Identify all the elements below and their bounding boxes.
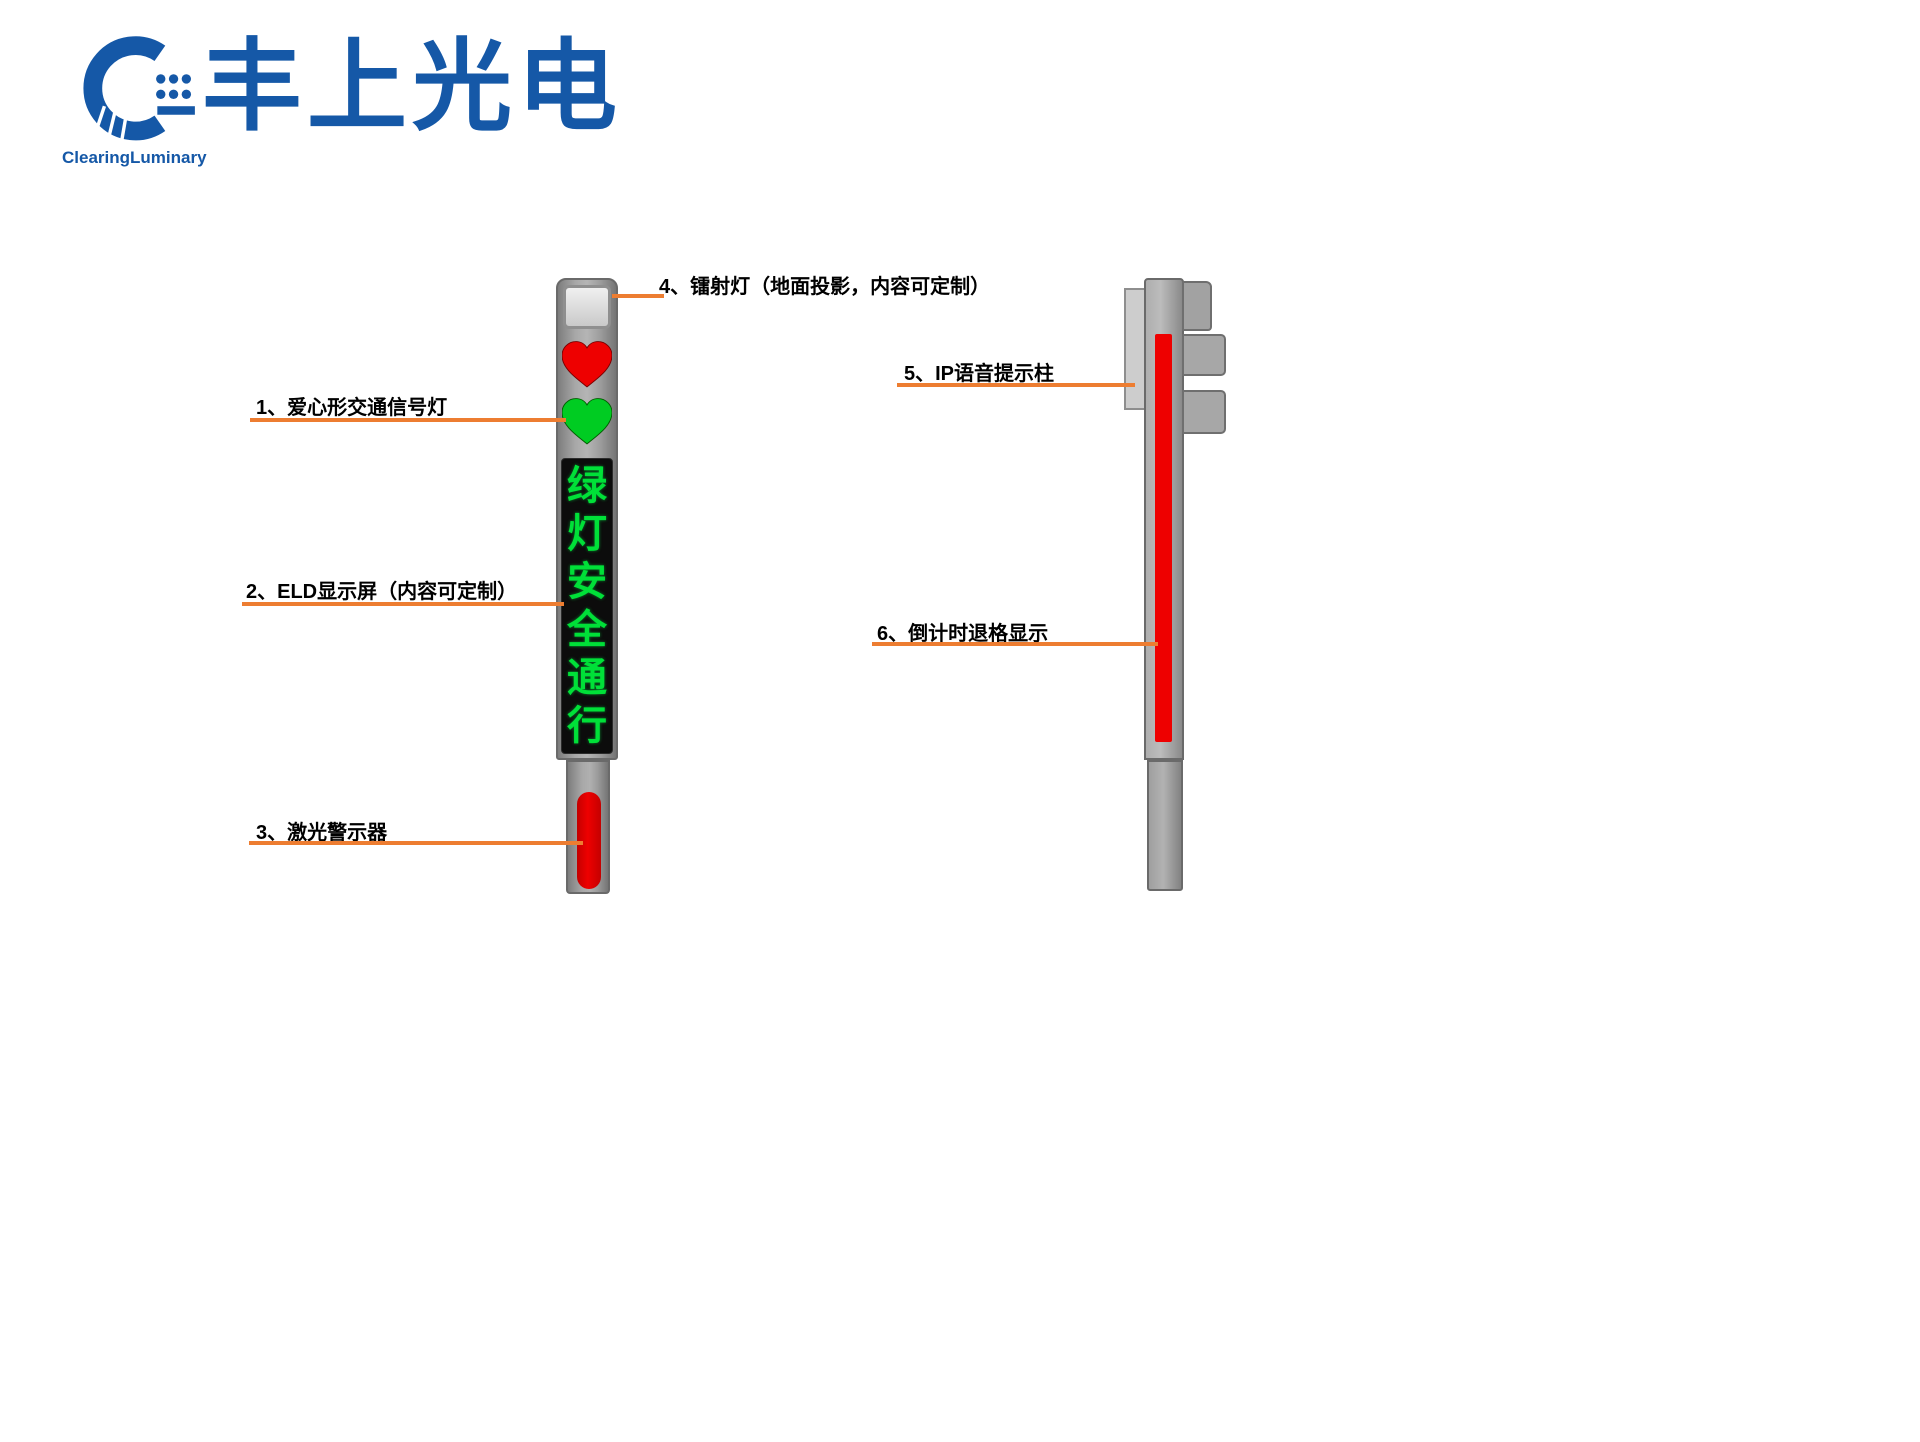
company-name: 丰上光电: [202, 31, 622, 143]
annotation-1-label: 1、爱心形交通信号灯: [256, 397, 448, 419]
side-pole-top-cap: [1182, 281, 1212, 331]
led-display: 绿灯安全通行: [561, 458, 613, 754]
green-heart-light-icon: [562, 398, 612, 445]
red-heart-light-icon: [562, 341, 612, 388]
countdown-display-strip: [1155, 334, 1172, 742]
annotation-6-label: 6、倒计时退格显示: [877, 623, 1049, 645]
side-pole-bottom-section: [1147, 760, 1183, 891]
annotation-3-label: 3、激光警示器: [256, 822, 388, 844]
voice-column-mount-plate: [1124, 288, 1146, 410]
annotation-1-line: [250, 418, 566, 422]
laser-warning-strip: [577, 792, 601, 889]
annotation-3-line: [249, 841, 583, 845]
annotation-4-label: 4、镭射灯（地面投影，内容可定制）: [659, 276, 991, 298]
led-display-text: 绿灯安全通行: [567, 463, 607, 749]
annotation-2-line: [242, 602, 564, 606]
brand-logo-caption: ClearingLuminary: [62, 148, 207, 167]
annotation-5-line: [897, 383, 1135, 387]
annotation-5-label: 5、IP语音提示柱: [904, 363, 1055, 385]
annotation-2-label: 2、ELD显示屏（内容可定制）: [246, 581, 518, 603]
annotation-4-line: [612, 294, 664, 298]
side-signal-housing-lower: [1182, 390, 1226, 434]
brand-logo-icon: [83, 36, 195, 143]
annotation-6-line: [872, 642, 1158, 646]
laser-lamp: [563, 285, 611, 329]
side-signal-housing-upper: [1182, 334, 1226, 376]
